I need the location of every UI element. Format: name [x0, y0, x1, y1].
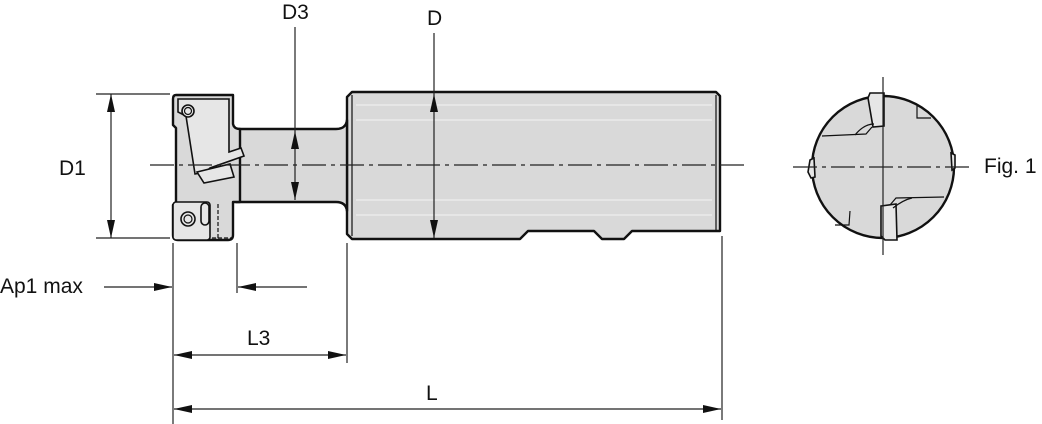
- dimension-ap1-max: [104, 283, 307, 291]
- dimension-d3: [291, 27, 299, 200]
- dimension-d: [430, 33, 438, 238]
- label-d1: D1: [59, 157, 86, 180]
- label-l3: L3: [247, 327, 271, 350]
- label-d3: D3: [282, 1, 309, 24]
- label-ap1-max: Ap1 max: [0, 275, 83, 298]
- neck: [234, 118, 349, 213]
- label-fig-1: Fig. 1: [984, 155, 1037, 178]
- label-d: D: [427, 7, 443, 30]
- label-l: L: [426, 382, 438, 405]
- dimension-l: [174, 405, 721, 413]
- dimension-d1: [96, 93, 170, 239]
- dimension-l3: [174, 351, 346, 359]
- cutter-head: [171, 93, 246, 242]
